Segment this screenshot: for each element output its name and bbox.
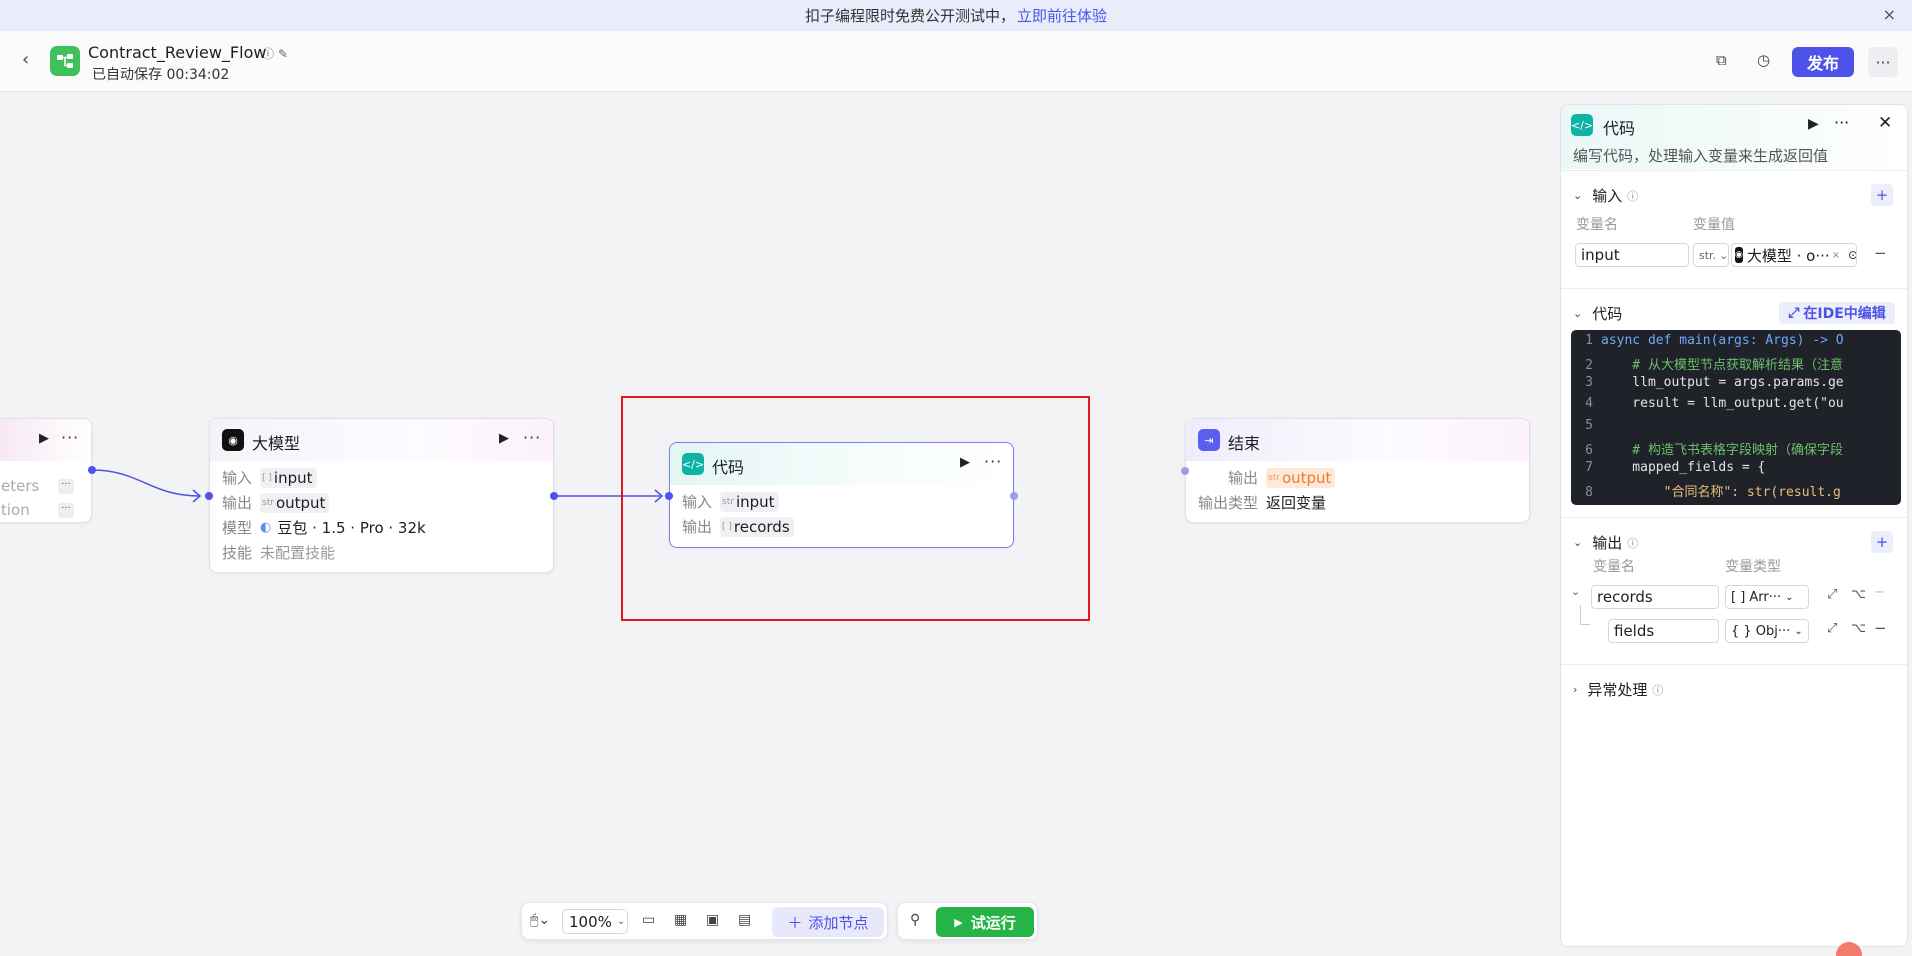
info-icon: ⓘ	[1652, 683, 1664, 697]
collapse-icon[interactable]: ⌄	[1571, 585, 1581, 598]
code-icon: </>	[1571, 114, 1593, 136]
doubao-model-icon: ◐	[260, 520, 272, 535]
link-icon[interactable]: ⌥	[1851, 621, 1866, 636]
minimap-icon[interactable]: ▤	[738, 912, 752, 928]
output-child-type-select[interactable]: { } Obj···⌄	[1725, 619, 1809, 643]
output-port[interactable]	[1010, 492, 1018, 500]
workflow-logo-icon	[50, 46, 80, 76]
input-type-select[interactable]: str.⌄	[1693, 243, 1729, 267]
code-icon: </>	[682, 453, 704, 475]
more-button[interactable]: ···	[1868, 47, 1898, 77]
input-var-name-field[interactable]: input	[1575, 243, 1689, 267]
mouse-icon[interactable]: 🖱⌄	[530, 912, 551, 928]
expand-icon[interactable]: ⤢	[1827, 587, 1838, 602]
end-icon: ⇥	[1198, 429, 1220, 451]
edit-icon[interactable]: ✎	[278, 47, 293, 61]
start-node[interactable]: ▶ ··· eters tion ··· ···	[0, 418, 92, 523]
close-icon[interactable]: ✕	[1878, 113, 1893, 133]
info-icon: ⓘ	[1627, 189, 1639, 203]
run-toolbar: ⚲ ▶试运行	[897, 902, 1038, 940]
image-icon[interactable]: ▣	[706, 912, 720, 928]
zoom-select[interactable]: 100%⌄	[562, 909, 628, 934]
remove-input-icon[interactable]: −	[1874, 244, 1887, 262]
add-node-button[interactable]: ＋添加节点	[772, 907, 884, 937]
expand-icon: ⤢	[1788, 305, 1800, 321]
run-node-icon[interactable]: ▶	[960, 455, 970, 470]
copy-icon[interactable]: ⧉	[1716, 51, 1727, 69]
output-type-select[interactable]: [ ] Arr···⌄	[1725, 585, 1809, 609]
input-variable-tag: [ ]input	[260, 467, 317, 488]
workflow-title: Contract_Review_Flow	[88, 43, 267, 62]
output-port[interactable]	[550, 492, 558, 500]
highlight-box	[621, 396, 1090, 621]
banner-link[interactable]: 立即前往体验	[1017, 7, 1108, 25]
close-icon[interactable]: ×	[1882, 5, 1896, 24]
panel-more-icon[interactable]: ···	[1834, 113, 1850, 132]
header: ‹ Contract_Review_Flow ⓘ✎ 已自动保存 00:34:02…	[0, 31, 1912, 92]
back-icon[interactable]: ‹	[22, 49, 30, 70]
node-more-icon[interactable]: ···	[61, 428, 80, 447]
output-port[interactable]	[88, 466, 96, 474]
history-icon[interactable]: ◷	[1757, 51, 1771, 69]
output-type-value: 返回变量	[1266, 494, 1327, 512]
add-output-button[interactable]: +	[1871, 531, 1893, 553]
panel-description: 编写代码，处理输入变量来生成返回值	[1573, 147, 1829, 165]
comment-icon[interactable]: ▭	[642, 912, 656, 928]
layout-icon[interactable]: ▦	[674, 912, 688, 928]
llm-node-icon: ◉	[1735, 247, 1743, 263]
panel-title: 代码	[1603, 119, 1636, 138]
output-variable-tag: [ ]records	[720, 516, 794, 537]
skill-value: 未配置技能	[260, 544, 336, 562]
run-node-icon[interactable]: ▶	[499, 431, 509, 446]
output-var-name-field[interactable]: records	[1591, 585, 1719, 609]
banner-text: 扣子编程限时免费公开测试中，	[804, 7, 1015, 25]
setting-icon: ⊙	[1848, 248, 1856, 262]
output-child-var-field[interactable]: fields	[1608, 619, 1719, 643]
test-run-button[interactable]: ▶试运行	[936, 907, 1034, 937]
edit-in-ide-button[interactable]: ⤢在IDE中编辑	[1779, 302, 1895, 324]
input-port[interactable]	[1181, 467, 1189, 475]
node-title: 结束	[1228, 434, 1261, 453]
code-section-toggle[interactable]: ⌄代码	[1573, 305, 1623, 323]
assistant-avatar[interactable]	[1836, 942, 1862, 956]
node-more-icon[interactable]: ···	[984, 452, 1003, 471]
node-title: 大模型	[252, 434, 301, 453]
link-icon[interactable]: ⌥	[1851, 587, 1866, 602]
expand-icon[interactable]: ⤢	[1827, 621, 1838, 636]
run-node-icon[interactable]: ▶	[39, 431, 49, 446]
input-ref-select[interactable]: ◉ 大模型 · o···× ⊙	[1731, 243, 1857, 267]
add-input-button[interactable]: +	[1871, 184, 1893, 206]
model-value: 豆包 · 1.5 · Pro · 32k	[277, 519, 426, 537]
llm-node-icon: ◉	[222, 429, 244, 451]
node-more-icon[interactable]: ···	[523, 428, 542, 447]
remove-output-icon[interactable]: −	[1874, 585, 1885, 600]
info-icon[interactable]: ⓘ	[262, 47, 279, 61]
input-port[interactable]	[205, 492, 213, 500]
autosave-status: 已自动保存 00:34:02	[92, 67, 230, 83]
debug-icon[interactable]: ⚲	[910, 912, 921, 928]
canvas-toolbar: 🖱⌄ 100%⌄ ▭ ▦ ▣ ▤ ＋添加节点	[521, 902, 888, 940]
run-node-icon[interactable]: ▶	[1808, 116, 1819, 132]
info-icon: ⓘ	[1627, 536, 1639, 550]
input-port[interactable]	[665, 492, 673, 500]
publish-button[interactable]: 发布	[1792, 47, 1854, 77]
remove-output-icon[interactable]: −	[1874, 619, 1887, 637]
node-title: 代码	[712, 458, 745, 477]
announcement-banner: 扣子编程限时免费公开测试中， 立即前往体验 ×	[0, 0, 1912, 31]
